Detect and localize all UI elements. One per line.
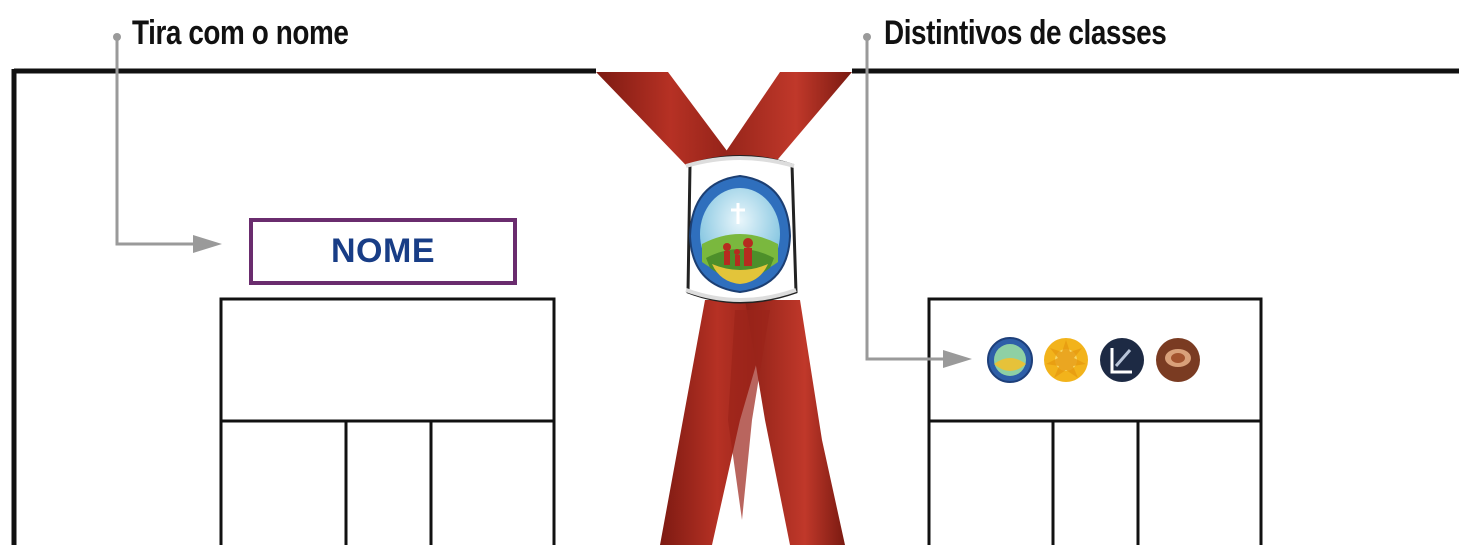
right-pocket xyxy=(929,299,1261,545)
name-strip-leader-line xyxy=(113,33,222,253)
name-strip-text: NOME xyxy=(331,232,435,271)
club-emblem-icon xyxy=(690,176,790,292)
class-badges-label: Distintivos de classes xyxy=(884,14,1166,53)
name-strip-label: Tira com o nome xyxy=(132,14,348,53)
navy-class-badge-icon xyxy=(1100,338,1144,382)
left-pocket xyxy=(221,299,554,545)
blue-class-badge-icon xyxy=(988,338,1032,382)
yellow-class-badge-icon xyxy=(1044,338,1088,382)
name-strip: NOME xyxy=(249,218,517,285)
scarf xyxy=(596,72,852,545)
brown-class-badge-icon xyxy=(1156,338,1200,382)
